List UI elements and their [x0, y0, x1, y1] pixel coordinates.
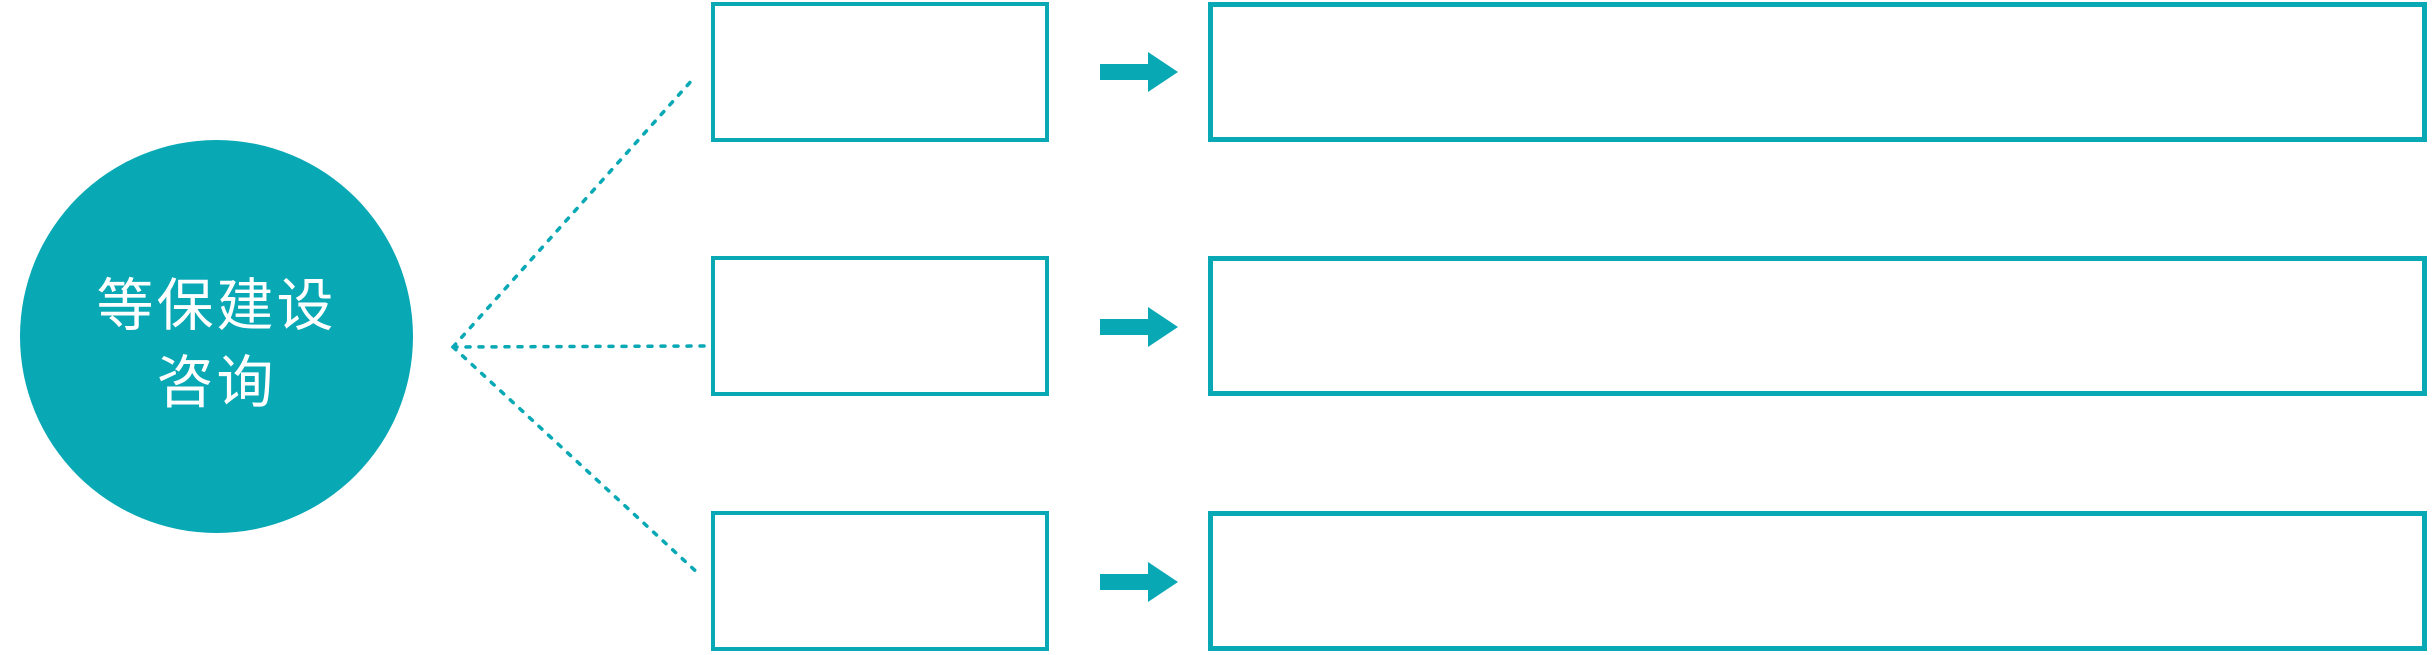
- category-box-2: [711, 256, 1049, 396]
- connector-line-top: [451, 77, 695, 349]
- connector-line-bottom: [451, 345, 703, 578]
- category-box-1: [711, 2, 1049, 142]
- connector-line-middle: [451, 344, 707, 349]
- root-circle-node: 等保建设 咨询: [20, 140, 413, 533]
- root-circle-label-line2: 咨询: [156, 350, 277, 415]
- arrow-right-icon: [1100, 562, 1178, 602]
- category-box-3: [711, 511, 1049, 651]
- detail-box-1: [1208, 2, 2427, 142]
- detail-box-2: [1208, 256, 2427, 396]
- arrow-right-icon: [1100, 307, 1178, 347]
- arrow-right-icon: [1100, 52, 1178, 92]
- root-circle-label-line1: 等保建设: [96, 273, 337, 338]
- detail-box-3: [1208, 511, 2427, 651]
